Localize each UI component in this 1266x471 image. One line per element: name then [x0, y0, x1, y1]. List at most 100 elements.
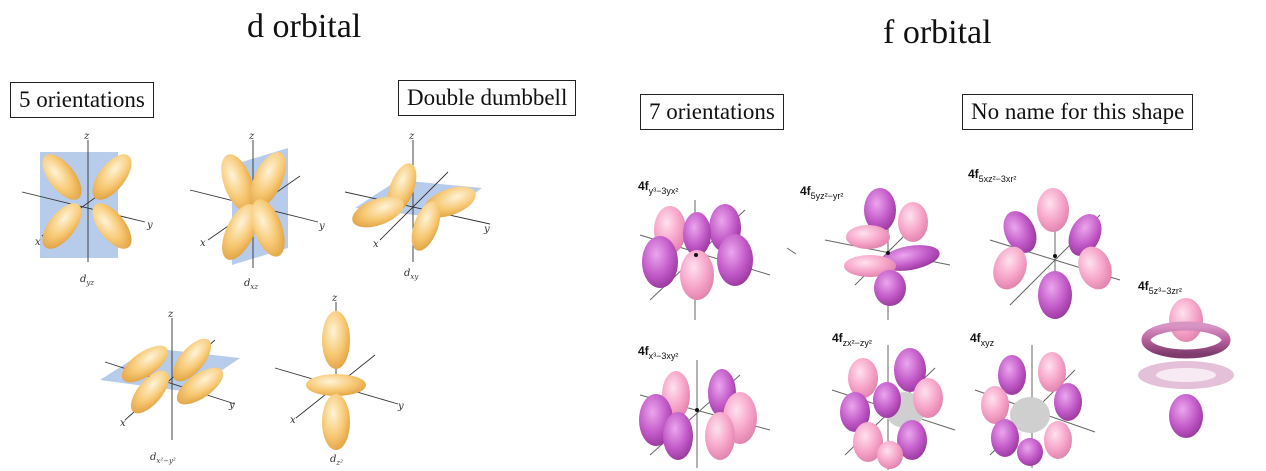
- lobe: [913, 378, 943, 418]
- lobe: [840, 392, 870, 432]
- d-z2-label: dz²: [330, 454, 343, 467]
- lobe: [1078, 246, 1112, 290]
- f-5xz2-3xr2-label: 4f5xz²−3xr²: [968, 167, 1016, 184]
- lobe: [683, 212, 711, 256]
- lobe: [176, 367, 224, 405]
- y-axis: [21, 191, 146, 223]
- lobe: [844, 255, 896, 277]
- lobe: [352, 196, 404, 228]
- f-shape-label: No name for this shape: [962, 94, 1194, 130]
- lobe: [322, 311, 350, 369]
- lobe: [42, 154, 82, 200]
- lobe: [222, 204, 258, 260]
- f-xyz-label: 4fxyz: [970, 331, 995, 348]
- lobe: [848, 358, 878, 398]
- z-axis-label: z: [408, 131, 415, 142]
- lobe: [1044, 421, 1072, 459]
- d-yz-orbital: z y x dyz: [21, 131, 153, 287]
- lobe: [877, 441, 903, 469]
- f-orientations-label: 7 orientations: [640, 94, 784, 130]
- torus: [306, 374, 366, 396]
- d-xy-label: dxy: [404, 268, 419, 281]
- d-z2-subscript: z²: [335, 459, 343, 467]
- lobe: [864, 188, 896, 232]
- lobe: [663, 412, 693, 460]
- lobe: [1003, 211, 1037, 253]
- lobe: [897, 420, 927, 460]
- nodal-cone: [1010, 397, 1050, 433]
- x-axis-label: x: [290, 415, 296, 426]
- z-axis-label: z: [331, 293, 338, 304]
- f-x3-3xy2-orbital: 4fx³−3xy²: [638, 344, 771, 468]
- x-axis-label: x: [120, 418, 126, 429]
- lobe: [991, 419, 1019, 457]
- lobe: [894, 348, 926, 392]
- z-axis-label: z: [248, 131, 255, 142]
- lobe: [1054, 383, 1082, 421]
- f-5xz2-3xr2-orbital: 4f5xz²−3xr²: [968, 167, 1121, 319]
- x-axis: [379, 171, 449, 241]
- x-axis-label: x: [373, 239, 379, 250]
- d-x2-y2-subscript: x²−y²: [156, 457, 176, 465]
- lobe: [998, 355, 1026, 395]
- lobe: [853, 422, 883, 462]
- x-axis-label: x: [35, 237, 41, 248]
- lobe: [705, 412, 735, 460]
- lobe: [1169, 298, 1203, 342]
- lobe: [1017, 438, 1043, 466]
- lobe: [322, 394, 350, 450]
- upper-ring: [1141, 321, 1231, 359]
- lobe: [92, 203, 132, 249]
- lobe: [1037, 188, 1069, 232]
- lobe: [130, 370, 170, 414]
- lobe: [250, 152, 286, 208]
- f-x3-3xy2-label: 4fx³−3xy²: [638, 344, 678, 361]
- lobe: [717, 234, 753, 286]
- y-axis-label: y: [146, 220, 153, 231]
- f-orbital-title: f orbital: [883, 14, 992, 51]
- d-xy-subscript: xy: [410, 273, 419, 281]
- d-x2-y2-orbital: z y x dx²−y²: [100, 309, 240, 465]
- d-xz-subscript: xz: [250, 283, 258, 291]
- tick: [786, 247, 797, 255]
- lobe: [680, 250, 714, 300]
- lobe: [42, 203, 82, 249]
- d-xz-orbital: z y x dxz: [189, 131, 325, 291]
- lobe: [172, 338, 212, 382]
- z-axis-label: z: [83, 131, 90, 142]
- f-xyz-orbital: 4fxyz: [970, 331, 1096, 468]
- lobe: [874, 270, 906, 306]
- f-y3-3yx2-orbital: 4fy³−3yx²: [638, 179, 771, 320]
- y-axis: [344, 191, 491, 225]
- f-5z3-3zr2-orbital: 4f5z³−3zr²: [1138, 279, 1234, 438]
- f-5yz2-yr2-label: 4f5yz²−yr²: [800, 184, 843, 201]
- lobe: [1169, 394, 1203, 438]
- f-y3-3yx2-label: 4fy³−3yx²: [638, 179, 678, 196]
- lobe: [221, 154, 255, 212]
- d-xz-label: dxz: [244, 278, 258, 291]
- lobe: [1038, 271, 1072, 319]
- lobe: [873, 382, 901, 418]
- lobe: [981, 386, 1009, 424]
- y-axis-label: y: [318, 221, 325, 232]
- lobe: [1038, 352, 1066, 392]
- f-5z3-3zr2-label: 4f5z³−3zr²: [1138, 279, 1182, 296]
- y-axis-label: y: [397, 401, 404, 412]
- lobe: [411, 201, 441, 251]
- f-zx2-zy2-label: 4fzx²−zy²: [832, 331, 872, 348]
- f-zx2-zy2-orbital: 4fzx²−zy²: [831, 331, 956, 470]
- lobe: [846, 225, 890, 249]
- d-orientations-label: 5 orientations: [10, 82, 154, 118]
- d-x2-y2-label: dx²−y²: [150, 452, 176, 465]
- y-axis-label: y: [483, 224, 490, 235]
- lobe: [251, 199, 285, 257]
- y-axis-label: y: [228, 400, 235, 411]
- f-5yz2-yr2-orbital: 4f5yz²−yr²: [786, 184, 951, 320]
- x-axis-label: x: [200, 238, 206, 249]
- lower-ring-hole: [1156, 368, 1216, 382]
- d-yz-label: dyz: [80, 274, 94, 287]
- lobe: [898, 202, 928, 242]
- lobe: [92, 154, 132, 200]
- d-yz-subscript: yz: [85, 279, 94, 287]
